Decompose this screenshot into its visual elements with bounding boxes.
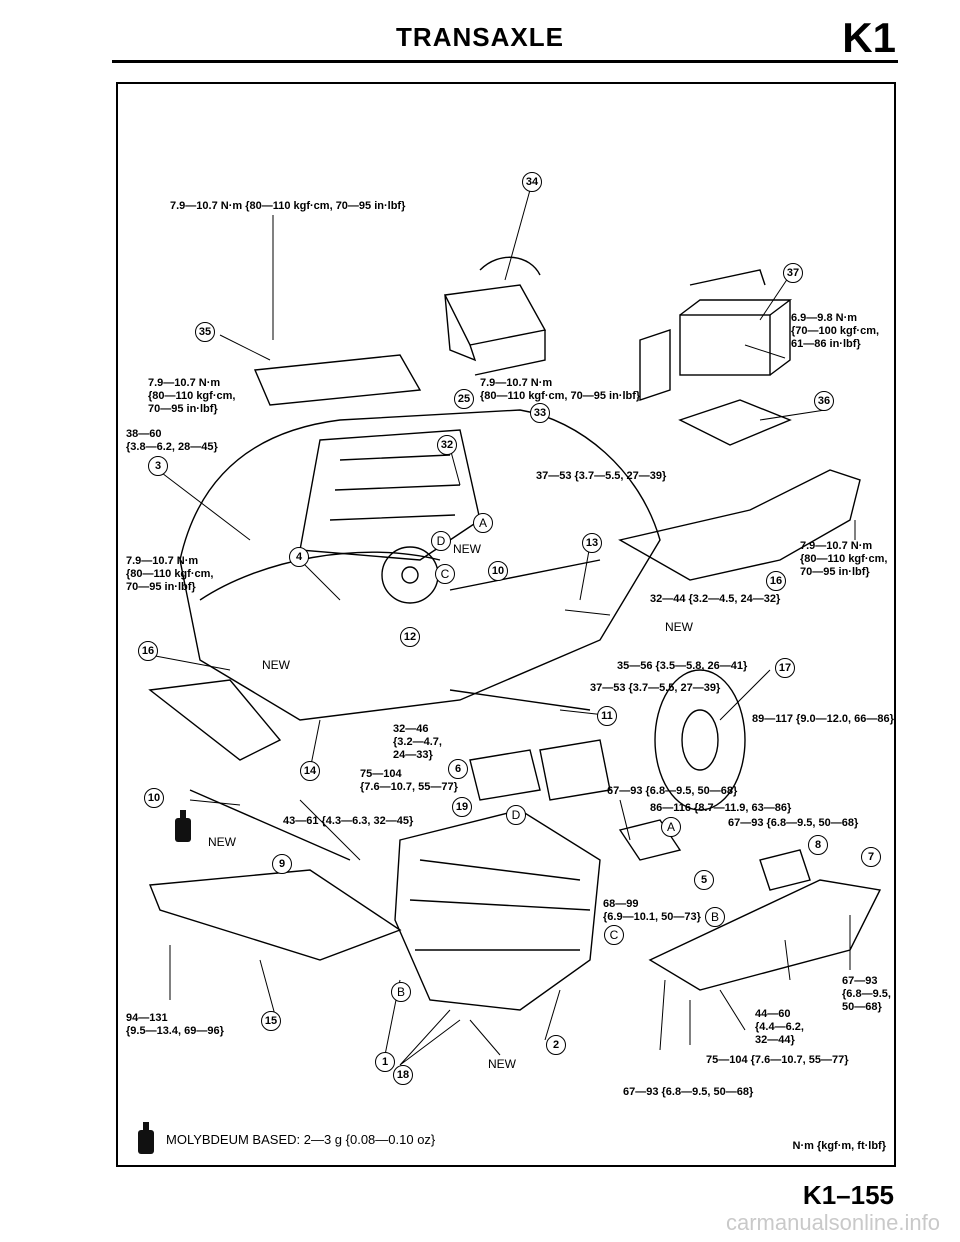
mount-8: [759, 849, 811, 891]
new-part-label: NEW: [665, 620, 693, 634]
callout-34: 34: [522, 172, 542, 192]
crossmember-right: [648, 879, 882, 991]
callout-letter-a: A: [473, 513, 493, 533]
callout-14: 14: [300, 761, 320, 781]
callout-10: 10: [488, 561, 508, 581]
grease-note: MOLYBDEUM BASED: 2—3 g {0.08—0.10 oz}: [166, 1132, 436, 1147]
callout-letter-d: D: [431, 531, 451, 551]
callout-letter-c: C: [604, 925, 624, 945]
callout-32: 32: [437, 435, 457, 455]
drive-shaft-upper: [449, 559, 601, 591]
new-part-label: NEW: [208, 835, 236, 849]
callout-37: 37: [783, 263, 803, 283]
torque-label: 35—56 {3.5—5.8, 26—41}: [617, 660, 748, 672]
air-duct: [253, 354, 422, 406]
callout-18: 18: [393, 1065, 413, 1085]
mount-5: [618, 819, 682, 861]
battery-cover: [639, 329, 671, 401]
battery-tray: [678, 399, 792, 446]
torque-label: 67—93 {6.8—9.5, 50—68}: [728, 817, 859, 829]
callout-4: 4: [289, 547, 309, 567]
grease-tube-icon: [175, 810, 191, 842]
callout-2: 2: [546, 1035, 566, 1055]
grease-tube-icon: [138, 1122, 154, 1154]
crossmember-left: [149, 869, 402, 961]
callout-6: 6: [448, 759, 468, 779]
torque-label: 37—53 {3.7—5.5, 27—39}: [590, 682, 721, 694]
flywheel: [381, 546, 439, 604]
diagram-frame: [116, 82, 896, 1167]
callout-35: 35: [195, 322, 215, 342]
mount-6: [539, 739, 611, 801]
torque-label: 94—131 {9.5—13.4, 69—96}: [126, 1012, 224, 1037]
torque-label: 67—93 {6.8—9.5, 50—68}: [623, 1086, 754, 1098]
callout-letter-c: C: [435, 564, 455, 584]
torque-label: 7.9—10.7 N·m {80—110 kgf·cm, 70—95 in·lb…: [800, 540, 888, 578]
callout-3: 3: [148, 456, 168, 476]
callout-8: 8: [808, 835, 828, 855]
torque-label: 7.9—10.7 N·m {80—110 kgf·cm, 70—95 in·lb…: [126, 555, 214, 593]
page-number: K1–155: [802, 1180, 894, 1210]
callout-9: 9: [272, 854, 292, 874]
torque-label: 67—93 {6.8—9.5, 50—68}: [607, 785, 738, 797]
callout-1: 1: [375, 1052, 395, 1072]
page-title: TRANSAXLE: [396, 22, 564, 52]
new-part-label: NEW: [453, 542, 481, 556]
exploded-view-diagram: [148, 189, 882, 1066]
torque-label: 7.9—10.7 N·m {80—110 kgf·cm, 70—95 in·lb…: [480, 377, 641, 402]
air-cleaner: [443, 284, 547, 346]
body-outline: [179, 409, 661, 721]
wheel: [654, 669, 746, 811]
fender-line: [199, 551, 441, 601]
battery-clamp: [689, 269, 766, 286]
header-rule: [112, 60, 898, 63]
torque-label: 75—104 {7.6—10.7, 55—77}: [706, 1054, 849, 1066]
torque-label: 32—46 {3.2—4.7, 24—33}: [393, 723, 442, 761]
undercover-left: [148, 679, 282, 761]
torque-label: 44—60 {4.4—6.2, 32—44}: [755, 1008, 804, 1046]
torque-label: 6.9—9.8 N·m {70—100 kgf·cm, 61—86 in·lbf…: [791, 312, 880, 350]
torque-label: 75—104 {7.6—10.7, 55—77}: [360, 768, 458, 793]
callout-letter-d: D: [506, 805, 526, 825]
torque-label: 86—116 {8.7—11.9, 63—86}: [650, 802, 792, 814]
callout-15: 15: [261, 1011, 281, 1031]
new-part-label: NEW: [262, 658, 290, 672]
torque-label: 67—93 {6.8—9.5, 50—68}: [842, 975, 891, 1013]
callout-33: 33: [530, 403, 550, 423]
new-part-label: NEW: [488, 1057, 516, 1071]
callout-7: 7: [861, 847, 881, 867]
battery: [679, 314, 771, 376]
watermark: carmanualsonline.info: [725, 1210, 940, 1235]
callout-16: 16: [138, 641, 158, 661]
units-note: N·m {kgf·m, ft·lbf}: [792, 1140, 887, 1152]
torque-label: 38—60 {3.8—6.2, 28—45}: [126, 428, 218, 453]
callout-11: 11: [597, 706, 617, 726]
drive-shaft-lower: [449, 689, 591, 711]
callout-10: 10: [144, 788, 164, 808]
torque-label: 89—117 {9.0—12.0, 66—86}: [752, 713, 894, 725]
callout-letter-b: B: [705, 907, 725, 927]
callout-17: 17: [775, 658, 795, 678]
transaxle: [394, 809, 601, 1011]
drive-shaft-left: [189, 789, 351, 861]
callout-5: 5: [694, 870, 714, 890]
torque-label: 7.9—10.7 N·m {80—110 kgf·cm, 70—95 in·lb…: [148, 377, 236, 415]
section-code: K1: [842, 14, 896, 61]
callout-25: 25: [454, 389, 474, 409]
callout-16: 16: [766, 571, 786, 591]
undercover-right: [618, 469, 861, 581]
starter: [469, 749, 541, 801]
torque-label: 68—99 {6.9—10.1, 50—73}: [603, 898, 701, 923]
callout-12: 12: [400, 627, 420, 647]
callout-19: 19: [452, 797, 472, 817]
callout-letter-a: A: [661, 817, 681, 837]
torque-label: 43—61 {4.3—6.3, 32—45}: [283, 815, 414, 827]
callout-36: 36: [814, 391, 834, 411]
torque-label: 32—44 {3.2—4.5, 24—32}: [650, 593, 781, 605]
torque-label: 7.9—10.7 N·m {80—110 kgf·cm, 70—95 in·lb…: [170, 200, 406, 212]
callout-13: 13: [582, 533, 602, 553]
torque-label: 37—53 {3.7—5.5, 27—39}: [536, 470, 667, 482]
callout-letter-b: B: [391, 982, 411, 1002]
